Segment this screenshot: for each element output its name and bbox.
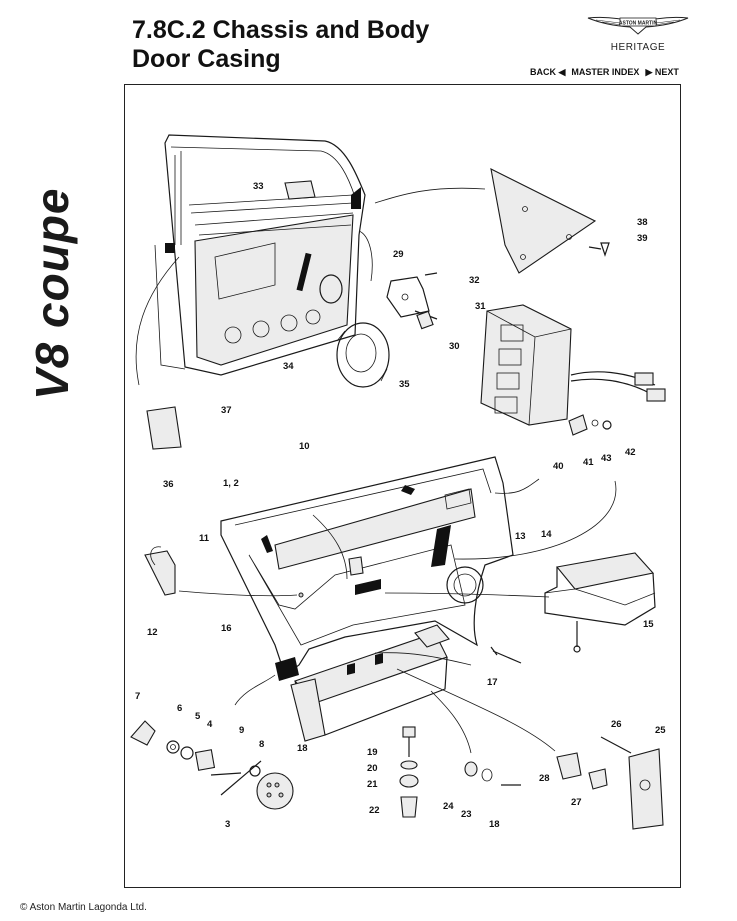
aston-martin-brand: ASTON MARTIN HERITAGE [578, 10, 698, 53]
callout-label: 18 [489, 819, 500, 830]
callout-label: 7 [135, 691, 140, 702]
master-index-link[interactable]: MASTER INDEX [571, 67, 640, 77]
callout-label: 31 [475, 301, 486, 312]
callout-label: 10 [299, 441, 310, 452]
callout-label: 41 [583, 457, 594, 468]
trim-panel-38 [490, 168, 610, 274]
callout-label: 5 [195, 711, 201, 722]
callout-label: 8 [259, 739, 264, 750]
v8-coupe-logo-text: V8 coupe [26, 187, 78, 400]
heritage-label: HERITAGE [610, 42, 666, 53]
v8-coupe-logo: V8 coupe [26, 187, 78, 400]
callout-label: 18 [297, 743, 308, 754]
callout-label: 3 [225, 819, 230, 830]
callout-label: 40 [553, 461, 564, 472]
callout-label: 1, 2 [223, 478, 239, 489]
door-shell [154, 134, 366, 376]
callout-label: 42 [625, 447, 636, 458]
callout-label: 22 [369, 805, 380, 816]
trim-clip-36 [146, 406, 182, 450]
callout-label: 29 [393, 249, 404, 260]
callout-label: 13 [515, 531, 526, 542]
callout-label: 37 [221, 405, 232, 416]
callout-label: 35 [399, 379, 410, 390]
screw-17 [490, 646, 522, 664]
callout-label: 9 [239, 725, 244, 736]
callout-label: 19 [367, 747, 378, 758]
page-title-line1: 7.8C.2 Chassis and Body [132, 16, 430, 44]
callout-label: 21 [367, 779, 378, 790]
seal-35 [336, 322, 390, 388]
window-switch-pack-40 [480, 304, 666, 436]
callout-label: 34 [283, 361, 294, 372]
brand-emblem-text: ASTON MARTIN [619, 20, 658, 26]
callout-label: 6 [177, 703, 182, 714]
callout-label: 36 [163, 479, 174, 490]
callout-label: 23 [461, 809, 472, 820]
leader-lines [135, 187, 617, 754]
callout-label: 32 [469, 275, 480, 286]
door-casing-1-2 [220, 456, 514, 676]
callout-label: 14 [541, 529, 552, 540]
callout-labels: 33 38 39 29 32 31 30 34 35 37 36 10 1, 2… [135, 181, 666, 830]
bracket-29 [386, 272, 438, 330]
door-pocket-18 [290, 678, 326, 742]
aston-martin-wings-icon: ASTON MARTIN [587, 16, 689, 35]
callout-label: 30 [449, 341, 460, 352]
storage-tray-15 [544, 552, 656, 653]
callout-label: 4 [207, 719, 213, 730]
callout-label: 15 [643, 619, 654, 630]
callout-label: 25 [655, 725, 666, 736]
fastener-cluster-right [556, 736, 664, 830]
callout-label: 20 [367, 763, 378, 774]
callout-label: 28 [539, 773, 550, 784]
door-casing-exploded-diagram: 33 38 39 29 32 31 30 34 35 37 36 10 1, 2… [130, 134, 666, 830]
clip-12 [144, 546, 176, 596]
page-title: 7.8C.2 Chassis and Body Door Casing [132, 16, 429, 74]
callout-label: 12 [147, 627, 158, 638]
callout-label: 33 [253, 181, 264, 192]
callout-label: 43 [601, 453, 612, 464]
copyright-notice: © Aston Martin Lagonda Ltd. [20, 902, 147, 913]
callout-label: 16 [221, 623, 232, 634]
page-navigation: BACK ◀ MASTER INDEX ▶ NEXT [530, 67, 679, 78]
callout-label: 11 [199, 533, 210, 544]
next-link[interactable]: ▶ NEXT [645, 67, 679, 77]
callout-label: 26 [611, 719, 622, 730]
callout-label: 17 [487, 677, 498, 688]
callout-label: 24 [443, 801, 454, 812]
page-title-line2: Door Casing [132, 45, 281, 73]
callout-label: 27 [571, 797, 582, 808]
callout-label: 39 [637, 233, 648, 244]
fastener-cluster-centre [399, 726, 521, 818]
fastener-cluster-left [130, 720, 294, 810]
diagram-frame: 33 38 39 29 32 31 30 34 35 37 36 10 1, 2… [124, 84, 681, 888]
callout-label: 38 [637, 217, 648, 228]
back-link[interactable]: BACK ◀ [530, 67, 566, 77]
